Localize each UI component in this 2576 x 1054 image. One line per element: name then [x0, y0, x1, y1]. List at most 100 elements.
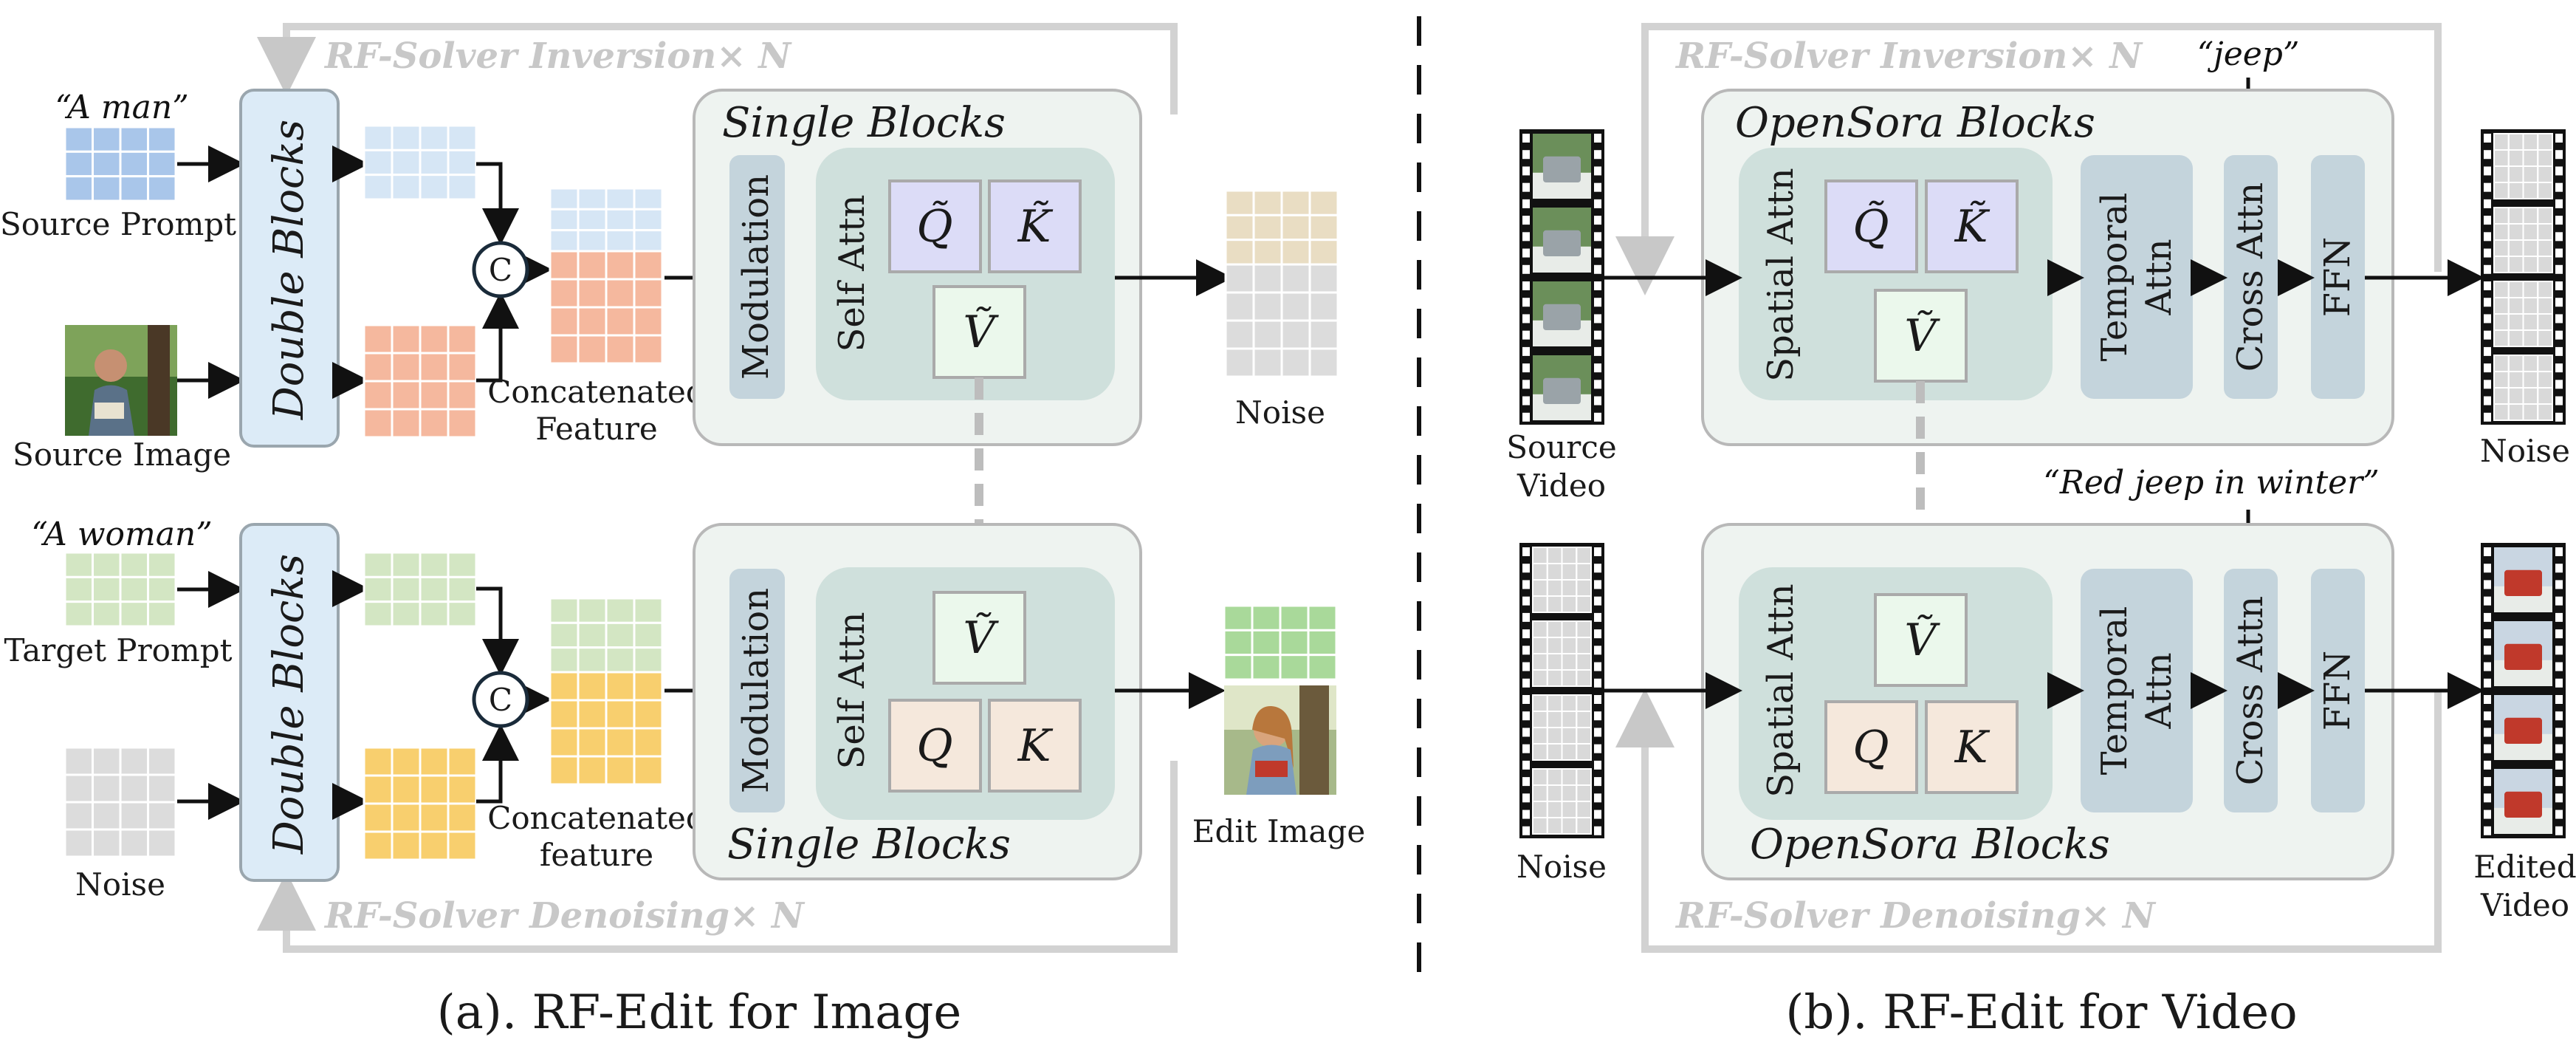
video-frame [1533, 355, 1591, 420]
token-cell [147, 575, 177, 603]
token-cell [1252, 263, 1283, 294]
token-cell [549, 187, 580, 211]
token-cell [419, 551, 450, 578]
video-q-tilde-top-box [1824, 179, 1918, 273]
token-cell [1252, 239, 1283, 266]
k-tilde-top-box [988, 179, 1082, 273]
source-prompt-tokens [63, 126, 177, 202]
token-cell [119, 600, 149, 628]
video-frame [1533, 208, 1591, 273]
token-cell [605, 646, 636, 674]
token-cell [633, 250, 664, 281]
token-cell [119, 175, 149, 202]
video-frame [2494, 695, 2552, 760]
token-cell [363, 575, 394, 603]
edit-image-label: Edit Image [1192, 813, 1365, 849]
token-cell [1279, 654, 1310, 681]
concat-top-label-line2: Feature [535, 411, 658, 447]
q-tilde-top-box [888, 179, 982, 273]
token-cell [577, 597, 608, 624]
concat-op-top-label: C [489, 252, 512, 288]
token-cell [419, 746, 450, 777]
token-cell [633, 646, 664, 674]
token-cell [63, 600, 94, 628]
token-cell [1251, 604, 1282, 632]
token-cell [363, 380, 394, 411]
token-cell [419, 575, 450, 603]
token-cell [147, 801, 177, 831]
token-cell [1279, 629, 1310, 657]
token-cell [447, 575, 478, 603]
image-feature-top [363, 324, 478, 439]
token-cell [577, 646, 608, 674]
token-cell [447, 324, 478, 355]
video-noise-input-strip [1519, 543, 1604, 838]
video-q-tilde-top: Q̃ [1852, 200, 1889, 253]
token-cell [1224, 347, 1255, 378]
token-cell [92, 773, 122, 804]
token-cell [577, 278, 608, 309]
token-cell [633, 671, 664, 702]
token-cell [1280, 347, 1311, 378]
token-cell [633, 229, 664, 253]
token-cell [419, 802, 450, 833]
token-cell [391, 324, 422, 355]
single-blocks-bottom-label: Single Blocks [727, 821, 1011, 869]
video-noise-output-label: Noise [2480, 433, 2570, 469]
double-blocks-bottom-label: Double Blocks [265, 554, 313, 855]
token-cell [605, 306, 636, 337]
cross-attn-bottom-label: Cross Attn [2230, 596, 2271, 785]
source-video-filmstrip [1519, 129, 1604, 425]
film-frame [1532, 694, 1592, 761]
token-cell [605, 334, 636, 365]
edit-tokens [1223, 604, 1338, 681]
concat-op-bottom-label: C [489, 682, 512, 718]
token-cell [605, 208, 636, 232]
token-cell [605, 621, 636, 649]
image-feature-bottom [363, 746, 478, 861]
token-cell [605, 671, 636, 702]
token-cell [92, 150, 122, 178]
text-feature-top [363, 124, 478, 201]
token-cell [549, 699, 580, 730]
token-cell [363, 124, 394, 151]
q-tilde-top: Q̃ [916, 200, 952, 253]
token-cell [633, 334, 664, 365]
video-k-bottom: K [1954, 722, 1991, 773]
noise-input-label: Noise [75, 866, 165, 903]
video-frame [2494, 547, 2552, 612]
token-cell [1224, 291, 1255, 322]
token-cell [1307, 629, 1338, 657]
token-cell [147, 746, 177, 776]
token-cell [447, 380, 478, 411]
video-k-tilde-top: K̃ [1954, 200, 1991, 253]
token-cell [1279, 604, 1310, 632]
temporal-attn-top [2081, 155, 2193, 399]
film-frame [1532, 547, 1592, 613]
token-cell [577, 727, 608, 758]
v-tilde-bottom: Ṽ [963, 612, 999, 664]
token-cell [549, 278, 580, 309]
token-cell [605, 187, 636, 211]
token-cell [605, 278, 636, 309]
v-tilde-bottom-box [932, 591, 1026, 685]
edited-video-filmstrip [2481, 543, 2566, 838]
concat-op-top [472, 241, 529, 298]
token-cell [577, 208, 608, 232]
token-cell [633, 699, 664, 730]
q-bottom: Q [916, 720, 952, 772]
target-prompt-label: Target Prompt [4, 632, 232, 668]
token-cell [363, 600, 394, 628]
token-cell [633, 597, 664, 624]
token-cell [119, 773, 149, 804]
token-cell [1280, 263, 1311, 294]
token-cell [147, 551, 177, 578]
token-cell [391, 124, 422, 151]
token-cell [1308, 263, 1339, 294]
token-cell [92, 575, 122, 603]
token-cell [1308, 347, 1339, 378]
video-noise-input-label: Noise [1517, 849, 1607, 885]
token-cell [605, 727, 636, 758]
video-loop-top-label: RF-Solver Inversion× N [1675, 35, 2143, 77]
token-cell [1223, 604, 1254, 632]
